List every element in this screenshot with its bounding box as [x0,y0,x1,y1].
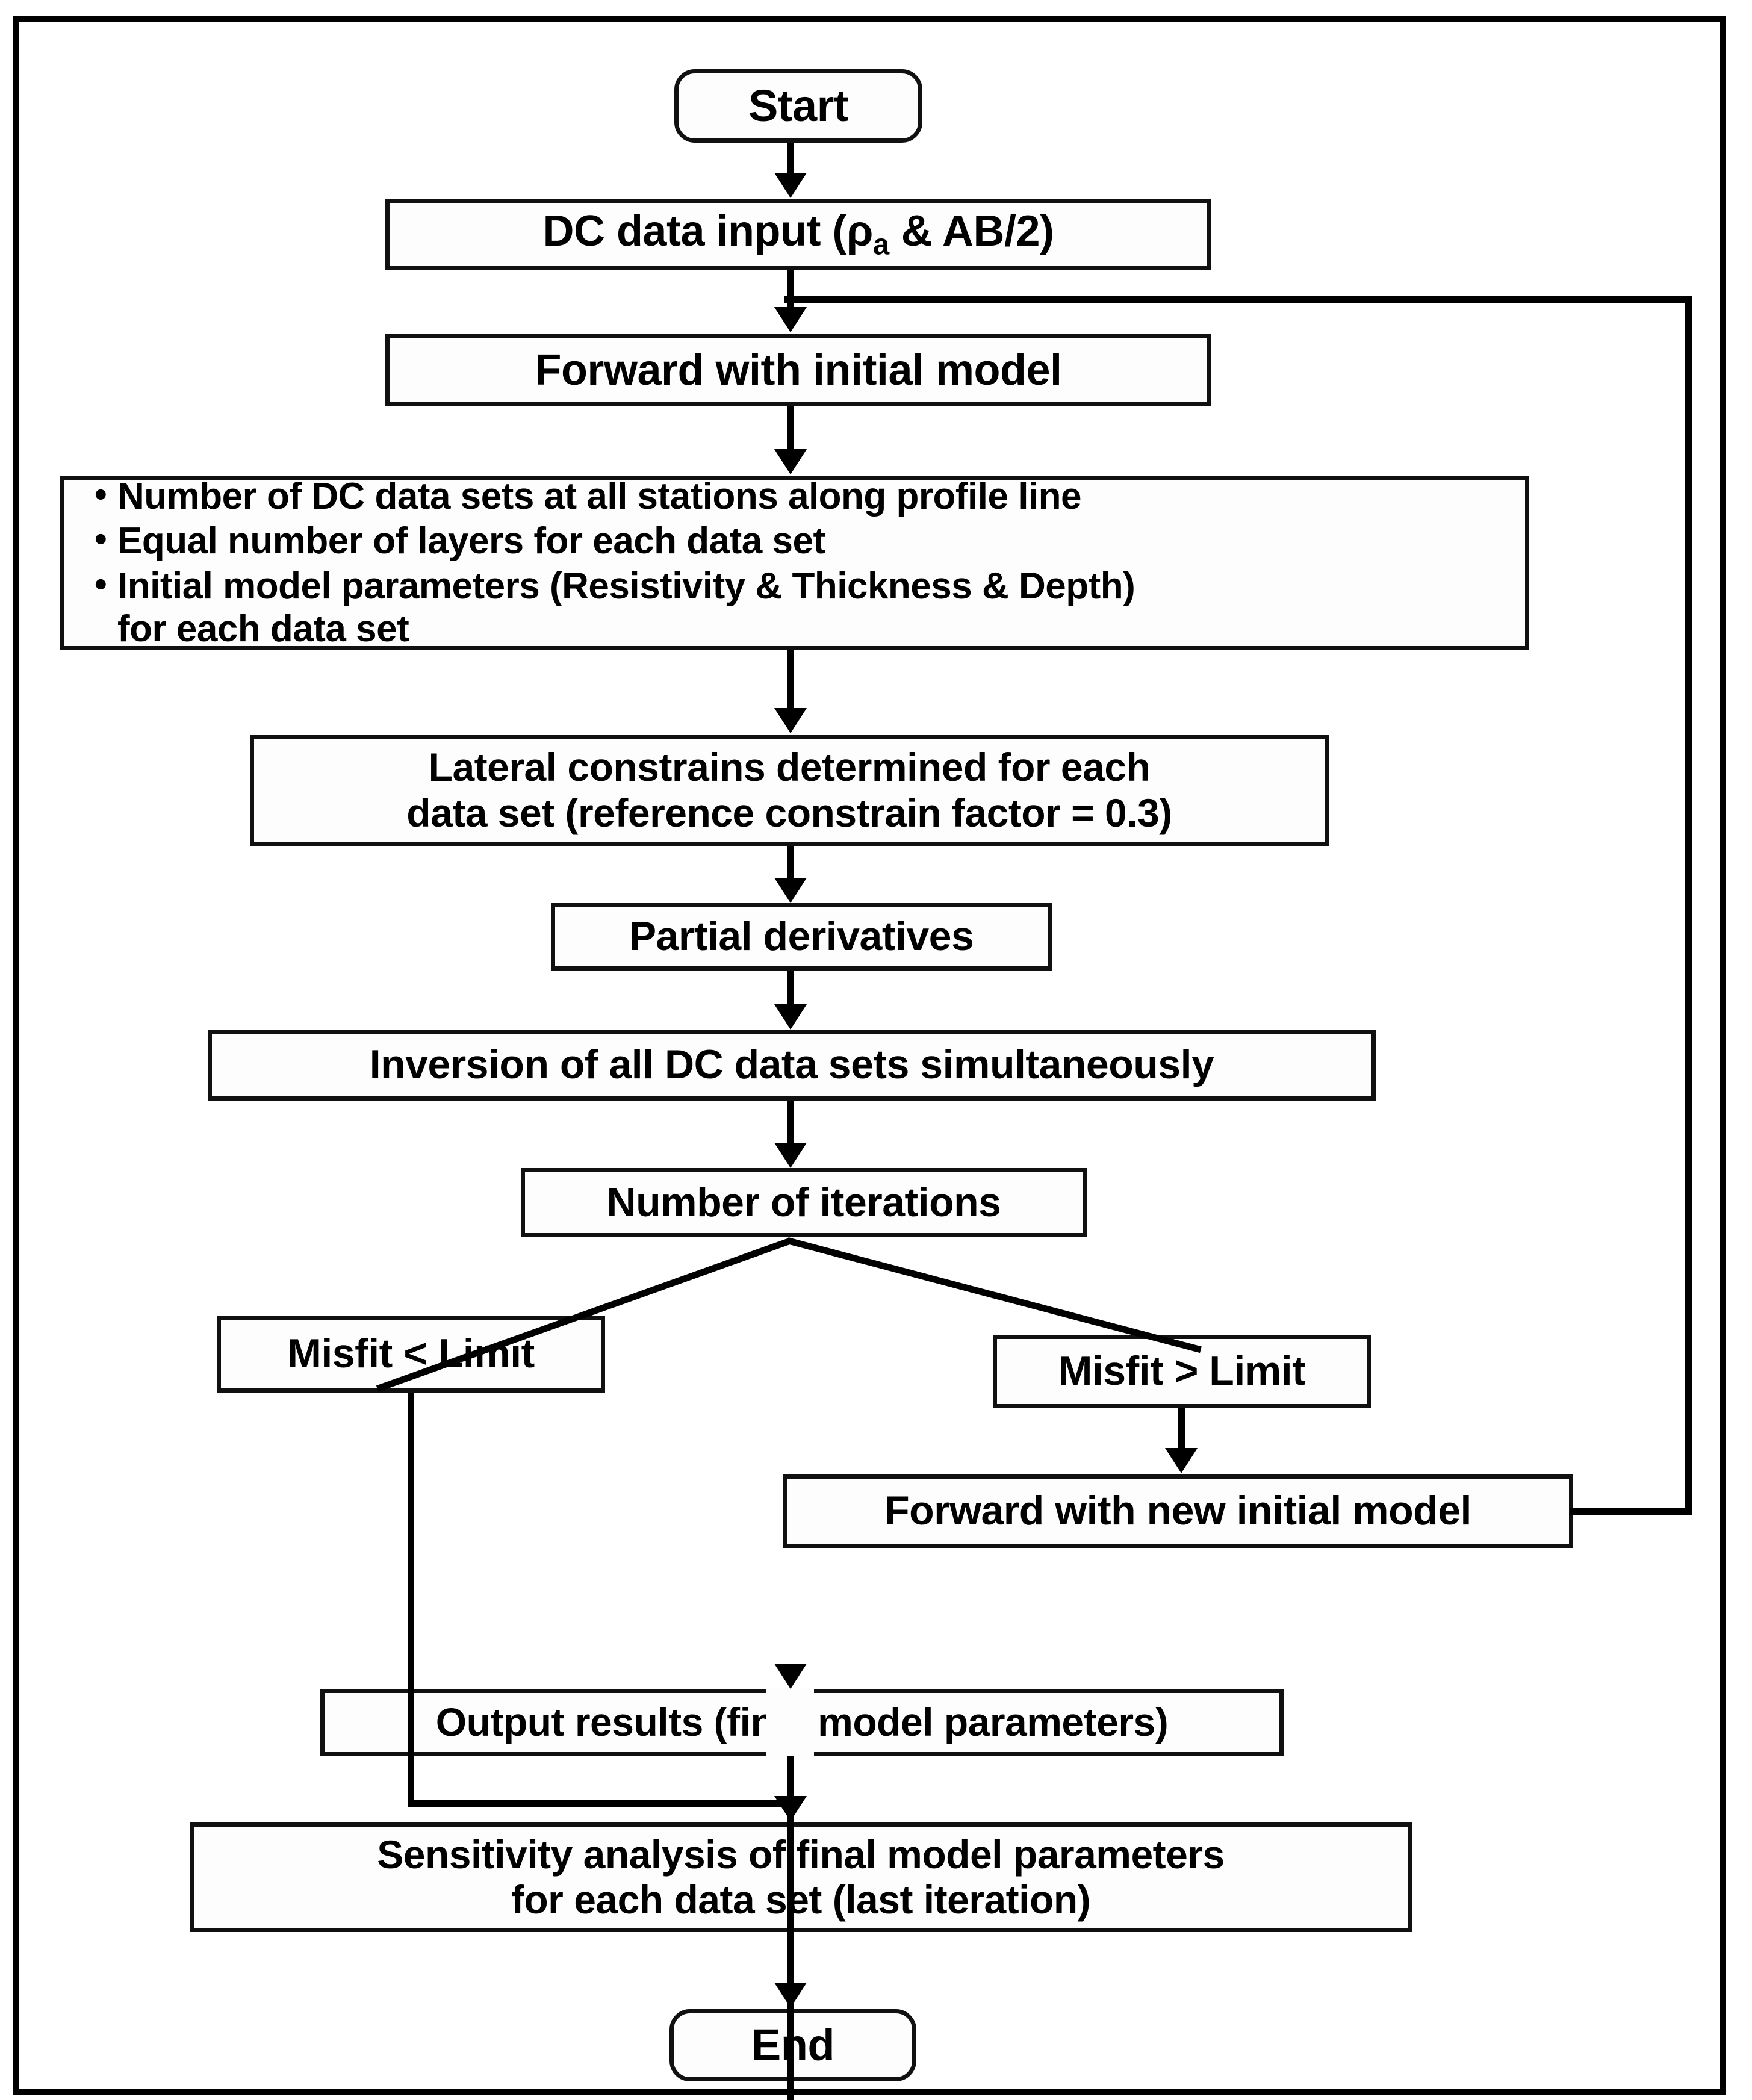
arrowhead-down [774,1796,807,1821]
edge-lateral-constraints-to-partial [787,846,794,879]
node-partial-derivatives-label: Partial derivatives [629,913,974,960]
edge-partial-to-inversion [787,971,794,1005]
arrowhead-down [774,1004,807,1030]
edge-sensitivity-to-end [787,1932,794,1984]
node-number-of-iterations[interactable]: Number of iterations [521,1168,1087,1237]
edge-feedback-top-segment [784,296,1692,303]
node-number-of-iterations-label: Number of iterations [606,1179,1001,1225]
edge-misfit-less-vertical [408,1393,414,1807]
arrowhead-down [774,449,807,474]
edge-inversion-to-iterations [787,1101,794,1144]
node-forward-new-initial-model[interactable]: Forward with new initial model [783,1474,1573,1548]
node-setup-parameters[interactable]: Number of DC data sets at all stations a… [60,474,1529,650]
node-forward-initial-model-label: Forward with initial model [535,346,1062,394]
edge-output-to-sensitivity [787,1756,794,1797]
node-start[interactable]: Start [674,69,922,143]
arrowhead-down [774,307,807,332]
node-misfit-less-than-limit-label: Misfit < Limit [287,1331,535,1377]
node-partial-derivatives[interactable]: Partial derivatives [551,903,1052,971]
edge-feedback-bottom-segment [1570,1508,1692,1515]
edge-mask [766,1688,814,1760]
arrowhead-down [774,1143,807,1168]
edge-feedback-vertical-segment [1685,296,1692,1515]
edge-dc-input-to-forward-initial [787,270,794,307]
edge-misfit-greater-to-forward-new [1178,1408,1185,1449]
edge-setup-to-lateral-constraints [787,650,794,709]
arrowhead-down [1165,1448,1198,1473]
node-setup-parameters-list: Number of DC data sets at all stations a… [64,471,1525,656]
arrowhead-down [774,1983,807,2008]
node-forward-initial-model[interactable]: Forward with initial model [385,334,1211,406]
node-start-label: Start [748,80,849,131]
node-misfit-greater-than-limit-label: Misfit > Limit [1058,1348,1306,1394]
node-forward-new-initial-model-label: Forward with new initial model [884,1488,1471,1534]
arrowhead-down [774,173,807,198]
list-item: Equal number of layers for each data set [91,519,1525,563]
list-item: Initial model parameters (Resistivity & … [91,564,1525,650]
arrowhead-down [774,878,807,903]
node-dc-data-input[interactable]: DC data input (ρa & AB/2) [385,199,1211,270]
list-item: Number of DC data sets at all stations a… [91,474,1525,518]
diagram-outer-frame: Start DC data input (ρa & AB/2) Forward … [13,16,1726,2100]
edge-start-to-dc-input [787,143,794,174]
node-inversion-label: Inversion of all DC data sets simultaneo… [369,1042,1214,1088]
node-sensitivity-analysis[interactable]: Sensitivity analysis of final model para… [190,1822,1412,1932]
edge-misfit-less-horizontal [408,1800,794,1807]
edge-forward-initial-to-setup [787,406,794,450]
arrowhead-down-output [774,1664,807,1689]
node-inversion[interactable]: Inversion of all DC data sets simultaneo… [208,1030,1376,1101]
node-sensitivity-analysis-label: Sensitivity analysis of final model para… [377,1831,1225,1922]
node-dc-data-input-label: DC data input (ρa & AB/2) [542,207,1054,261]
arrowhead-down [774,708,807,733]
